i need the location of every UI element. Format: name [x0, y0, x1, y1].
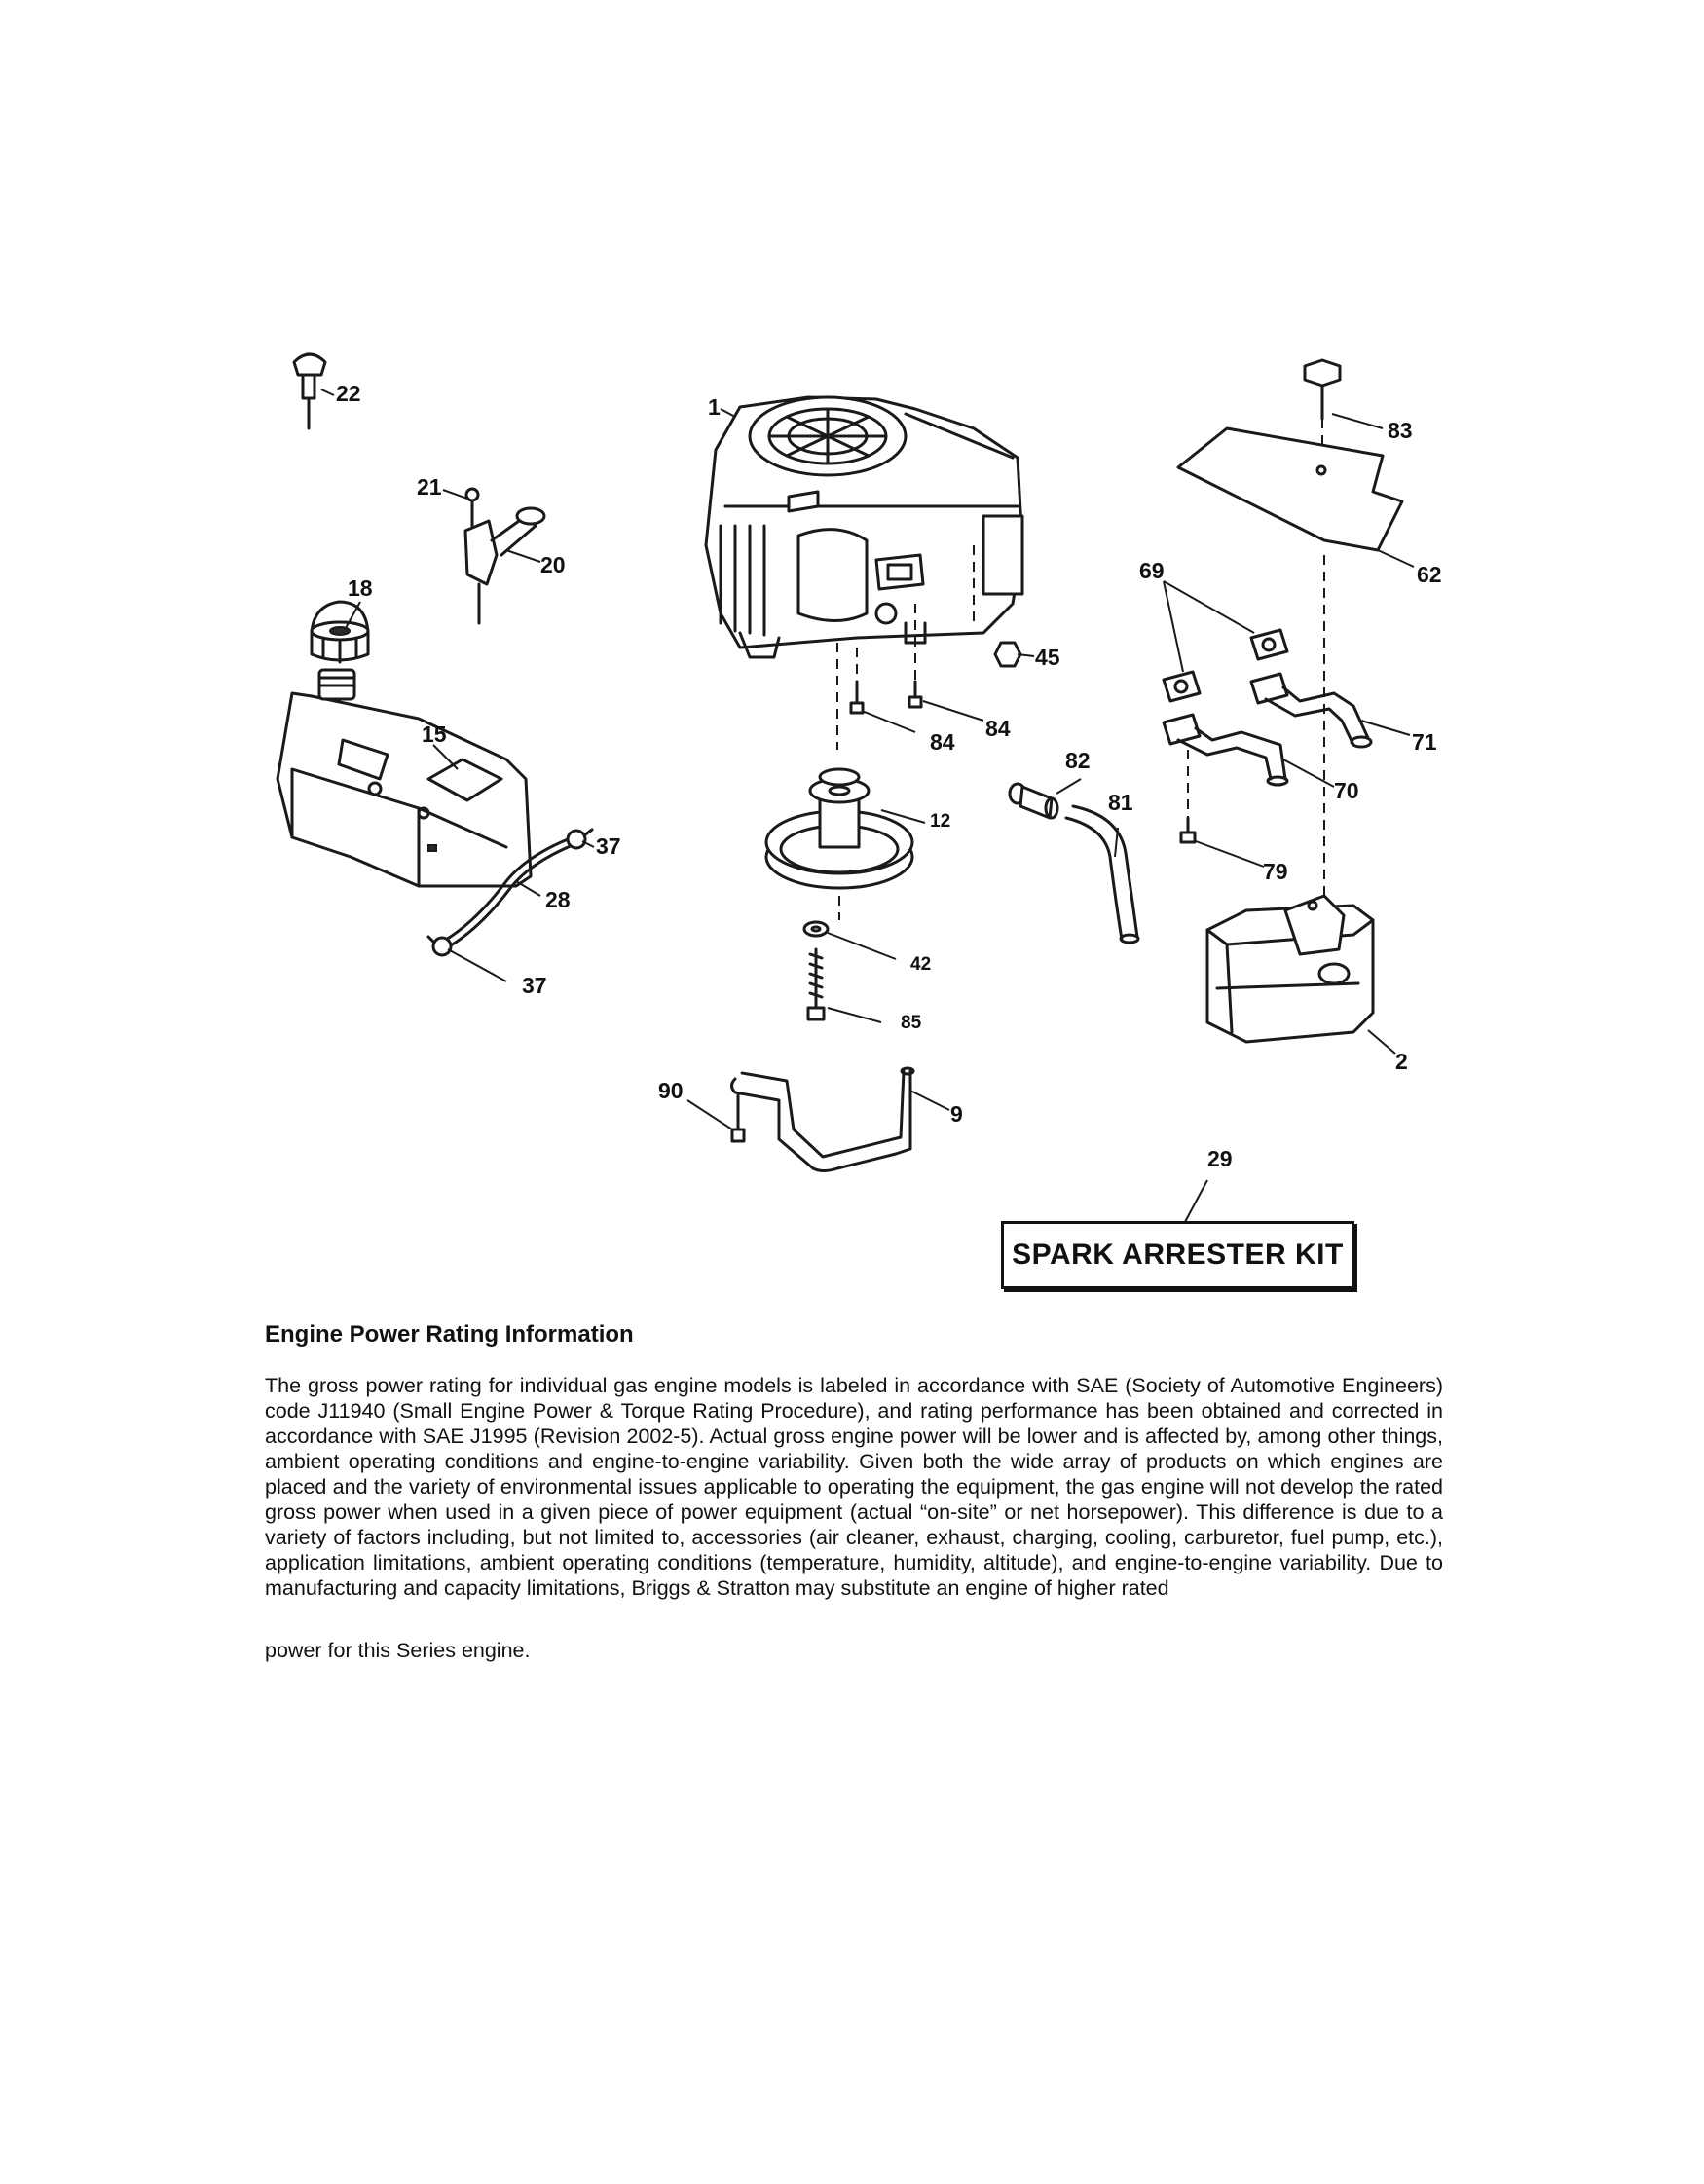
part-85-bolt — [806, 947, 826, 1021]
part-22-push-pin — [292, 352, 327, 430]
leader-lines — [320, 389, 1415, 1236]
part-21-20-bracket — [463, 487, 546, 625]
part-79-bolt — [1179, 750, 1197, 844]
part-71-exhaust-pipe — [1249, 672, 1373, 749]
callout-37-upper: 37 — [596, 833, 621, 859]
callout-12: 12 — [930, 811, 950, 832]
callout-71: 71 — [1412, 729, 1437, 755]
callout-15: 15 — [422, 722, 447, 747]
callout-18: 18 — [348, 575, 373, 601]
callout-69: 69 — [1139, 558, 1165, 583]
part-37-clamp-upper — [566, 828, 594, 850]
part-45-nut — [993, 641, 1022, 668]
callout-labels: 22 1 21 20 18 15 37 28 37 45 84 84 12 42… — [336, 381, 1442, 1171]
callout-20: 20 — [540, 552, 566, 577]
callout-21: 21 — [417, 474, 442, 500]
callout-90: 90 — [658, 1078, 684, 1103]
callout-22: 22 — [336, 381, 361, 406]
callout-45: 45 — [1035, 645, 1060, 670]
callout-37-lower: 37 — [522, 973, 547, 998]
part-1-engine — [704, 395, 1024, 750]
callout-82: 82 — [1065, 748, 1091, 773]
part-82-breather — [1008, 782, 1059, 820]
part-69-gasket-right — [1249, 628, 1289, 661]
part-70-exhaust-pipe — [1162, 713, 1289, 787]
part-62-heat-shield — [1176, 426, 1404, 896]
part-42-washer — [802, 920, 830, 938]
callout-81: 81 — [1108, 790, 1133, 815]
part-2-muffler — [1205, 894, 1375, 1044]
callout-2: 2 — [1395, 1049, 1408, 1074]
part-84-bolt-left — [849, 680, 865, 715]
info-body-tail: power for this Series engine. — [265, 1639, 531, 1662]
part-18-fuel-cap — [310, 600, 370, 664]
callout-9: 9 — [950, 1101, 963, 1127]
part-37-clamp-lower — [426, 935, 453, 957]
part-28-fuel-line — [444, 837, 574, 947]
callout-1: 1 — [708, 394, 721, 420]
callout-42: 42 — [910, 954, 931, 975]
part-69-gasket-left — [1162, 670, 1202, 703]
part-83-bolt — [1303, 358, 1342, 448]
callout-84-left: 84 — [930, 729, 955, 755]
part-12-pulley — [764, 767, 914, 920]
callout-79: 79 — [1263, 859, 1288, 884]
callout-84-right: 84 — [985, 716, 1011, 741]
info-body: The gross power rating for individual ga… — [265, 1374, 1443, 1600]
callout-85: 85 — [901, 1013, 922, 1033]
callout-28: 28 — [545, 887, 571, 912]
part-84-bolt-right — [908, 680, 923, 709]
info-heading: Engine Power Rating Information — [265, 1321, 634, 1348]
part-90-bolt — [730, 1093, 746, 1143]
part-15-fuel-tank — [276, 668, 533, 888]
callout-70: 70 — [1334, 778, 1359, 803]
callout-62: 62 — [1417, 562, 1442, 587]
part-9-bracket — [730, 1066, 915, 1172]
callout-29: 29 — [1207, 1146, 1233, 1171]
spark-arrester-kit-box: SPARK ARRESTER KIT — [1001, 1221, 1354, 1289]
callout-83: 83 — [1388, 418, 1413, 443]
part-81-hose — [1064, 804, 1140, 944]
